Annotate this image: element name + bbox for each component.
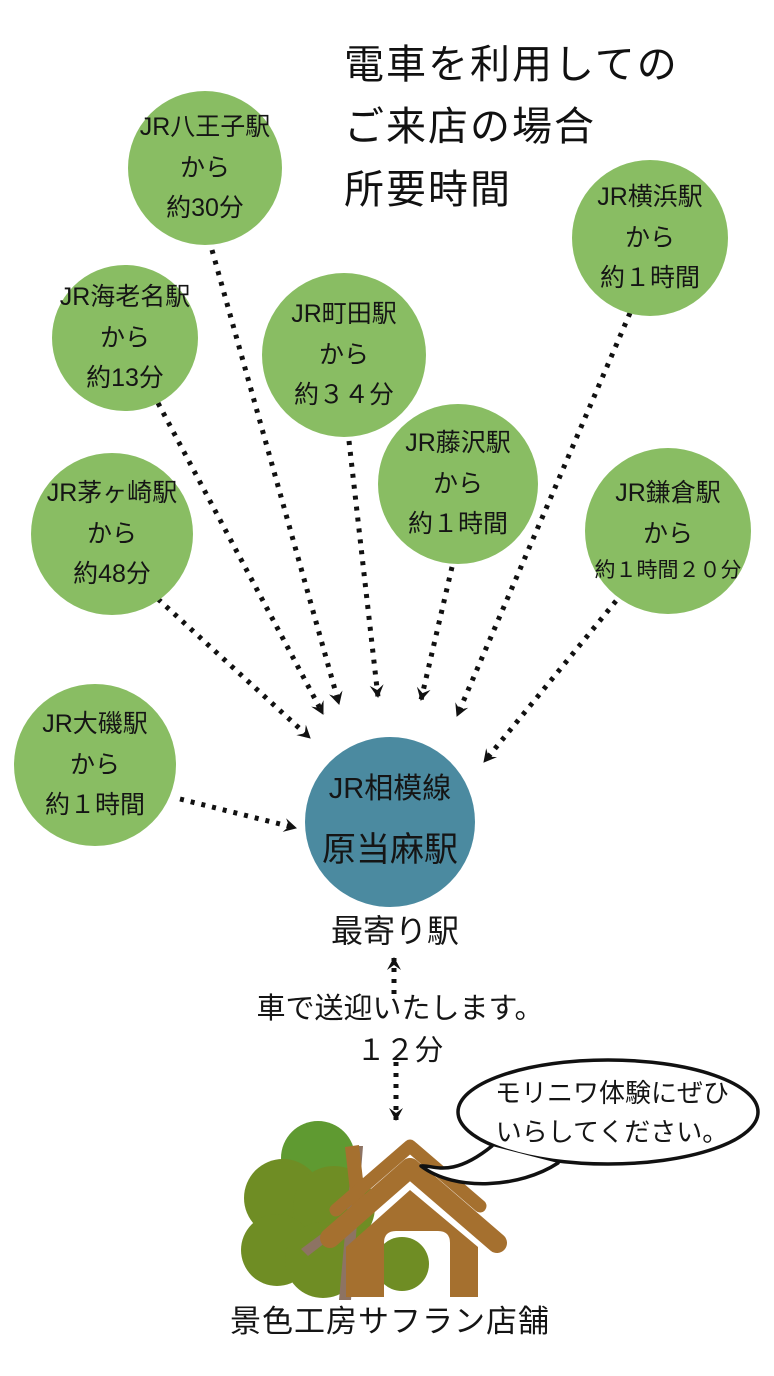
tree-foliage bbox=[293, 1166, 375, 1248]
station-name: JR大磯駅 bbox=[42, 710, 148, 739]
tree-icon bbox=[241, 1121, 375, 1300]
house-chimney bbox=[345, 1145, 366, 1209]
station-travel-time: 約３４分 bbox=[293, 381, 394, 410]
station-bubble-chigasaki: JR茅ヶ崎駅 から 約48分 bbox=[31, 453, 193, 615]
destination-line-name: JR相模線 bbox=[328, 772, 452, 805]
title-line-3: 所要時間 bbox=[344, 166, 512, 212]
route-arrow-oiso bbox=[179, 796, 297, 832]
station-name: JR鎌倉駅 bbox=[615, 479, 721, 508]
station-bubble-hachioji: JR八王子駅 から 約30分 bbox=[128, 91, 282, 245]
speech-bubble-line-2: いらしてください。 bbox=[495, 1117, 729, 1147]
destination-station-name: 原当麻駅 bbox=[322, 830, 458, 869]
house-icon bbox=[320, 1139, 507, 1297]
title-line-2: ご来店の場合 bbox=[344, 104, 596, 150]
station-from-label: から bbox=[69, 750, 120, 779]
route-arrow-fujisawa bbox=[416, 566, 455, 701]
station-name: JR海老名駅 bbox=[59, 283, 191, 312]
station-bubble-fujisawa: JR藤沢駅 から 約１時間 bbox=[378, 404, 538, 564]
tree-foliage bbox=[244, 1159, 322, 1237]
station-from-label: から bbox=[432, 469, 483, 498]
tree-branch bbox=[301, 1212, 356, 1256]
station-travel-time: 約１時間 bbox=[599, 264, 700, 293]
tree-foliage bbox=[285, 1222, 361, 1298]
route-arrow-kamakura bbox=[482, 599, 618, 764]
page-title: 電車を利用しての ご来店の場合 所要時間 bbox=[344, 34, 679, 221]
title-line-1: 電車を利用しての bbox=[344, 42, 679, 87]
station-from-label: から bbox=[318, 340, 369, 369]
station-bubble-kamakura: JR鎌倉駅 から 約１時間２０分 bbox=[585, 448, 751, 614]
station-from-label: から bbox=[179, 153, 230, 182]
station-travel-time: 約１時間 bbox=[407, 510, 508, 539]
route-arrow-chigasaki bbox=[156, 597, 312, 740]
station-from-label: から bbox=[86, 519, 137, 548]
station-name: JR藤沢駅 bbox=[405, 429, 511, 458]
station-bubble-oiso: JR大磯駅 から 約１時間 bbox=[14, 684, 176, 846]
station-from-label: から bbox=[99, 323, 150, 352]
tree-trunk bbox=[339, 1146, 363, 1300]
house-roof bbox=[320, 1158, 507, 1253]
station-travel-time: 約１時間２０分 bbox=[594, 559, 742, 583]
tree-foliage bbox=[281, 1121, 355, 1195]
shuttle-note-text: 車で送迎いたします。 bbox=[256, 993, 544, 1025]
station-bubble-machida: JR町田駅 から 約３４分 bbox=[262, 273, 426, 437]
station-travel-time: 約48分 bbox=[73, 560, 151, 589]
station-name: JR茅ヶ崎駅 bbox=[46, 479, 178, 508]
tree-foliage bbox=[241, 1214, 313, 1286]
speech-bubble-line-1: モリニワ体験にぜひ bbox=[494, 1078, 729, 1108]
speech-bubble-text: モリニワ体験にぜひ いらしてください。 bbox=[478, 1074, 746, 1152]
house-body bbox=[346, 1190, 478, 1297]
station-name: JR八王子駅 bbox=[139, 113, 271, 142]
shop-house-illustration bbox=[241, 1121, 507, 1300]
station-from-label: から bbox=[642, 519, 693, 548]
station-name: JR横浜駅 bbox=[597, 183, 703, 212]
station-travel-time: 約13分 bbox=[86, 364, 164, 393]
station-from-label: から bbox=[624, 223, 675, 252]
station-bubble-yokohama: JR横浜駅 から 約１時間 bbox=[572, 160, 728, 316]
nearest-station-caption: 最寄り駅 bbox=[330, 913, 459, 949]
destination-bubble-haratauma: JR相模線 原当麻駅 bbox=[305, 737, 475, 907]
shuttle-note: 車で送迎いたします。 １２分 bbox=[220, 988, 580, 1072]
station-travel-time: 約30分 bbox=[166, 194, 244, 223]
house-upper-ridge bbox=[329, 1139, 487, 1217]
route-arrow-machida bbox=[346, 440, 384, 698]
shuttle-duration: １２分 bbox=[356, 1035, 444, 1068]
bush-behind-doorway bbox=[384, 1237, 429, 1291]
station-travel-time: 約１時間 bbox=[44, 791, 145, 820]
shop-name-label: 景色工房サフラン店舗 bbox=[230, 1304, 550, 1339]
station-bubble-ebina: JR海老名駅 から 約13分 bbox=[52, 265, 198, 411]
station-name: JR町田駅 bbox=[291, 300, 397, 329]
